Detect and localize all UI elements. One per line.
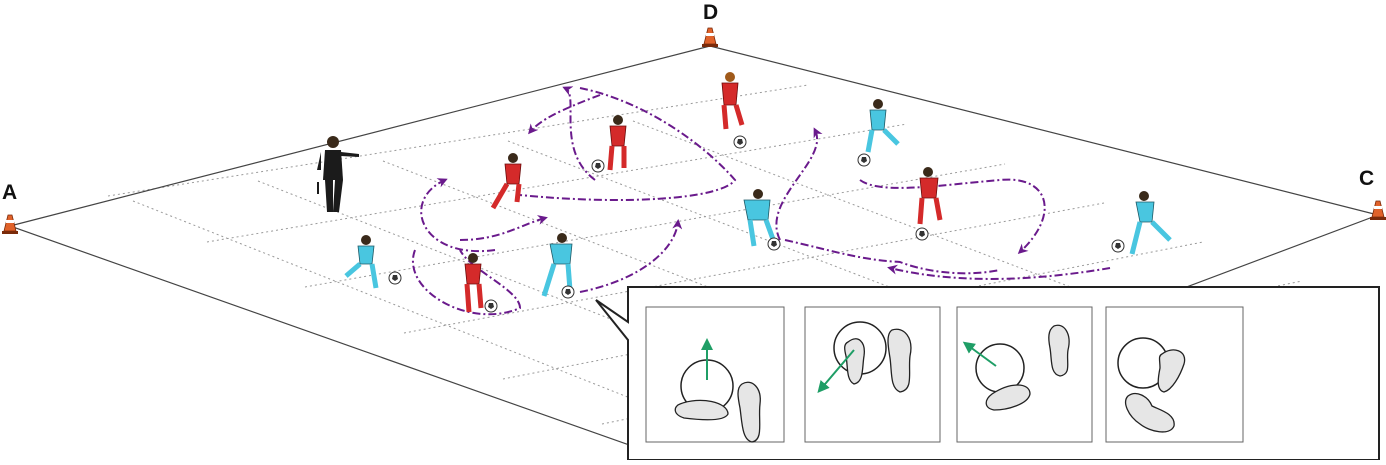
ball-icon [561,285,575,299]
player-icon [464,253,484,313]
direction-arrow-icon [817,349,855,394]
ball-icon [733,135,747,149]
ball-icon [1111,239,1125,253]
coach-icon [317,136,359,212]
player-icon [1129,191,1172,255]
player-icon [490,153,522,210]
player-icon [721,72,745,130]
ball-icon [484,299,498,313]
ball-icon [388,271,402,285]
ball-icon [915,227,929,241]
inset-panel [1105,306,1244,443]
corner-label-d: D [703,1,719,24]
technique-inset [595,286,1380,461]
inset-panel [956,306,1093,443]
player-icon [541,233,573,297]
corner-label-c: C [1359,167,1375,190]
dribble-paths [412,86,1111,316]
direction-arrow-icon [962,341,997,367]
cone-icon [1369,200,1386,221]
player-icon [917,167,943,225]
corner-label-a: A [2,181,18,204]
player-icon [607,115,627,171]
ball-icon [591,159,605,173]
inset-panel [645,306,785,443]
inset-panel [804,306,941,443]
ball-icon [767,237,781,251]
player-icon [344,235,379,289]
ball-icon [857,153,871,167]
player-icon [743,189,777,247]
player-icon [865,99,900,153]
cone-icon [701,27,719,48]
